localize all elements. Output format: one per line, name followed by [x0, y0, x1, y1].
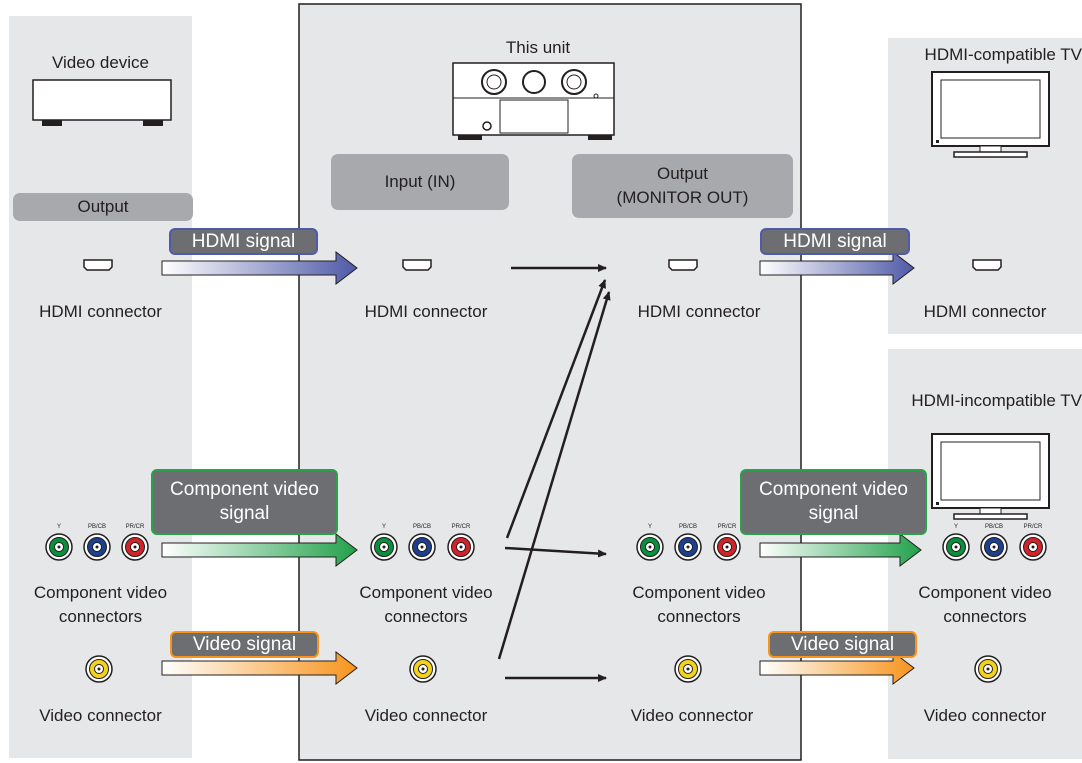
hdmi-signal-arrow	[161, 250, 358, 286]
tv-bottom-label: HDMI-incompatible TV	[911, 391, 1082, 410]
video-signal-arrow	[161, 650, 358, 686]
route-arrow	[505, 279, 607, 539]
jack-label-pb: PB/CB	[87, 524, 106, 530]
jack-label-y: Y	[381, 524, 386, 530]
route-arrow	[497, 291, 611, 660]
jack-label-pr: PR/CR	[125, 524, 145, 530]
component-signal-badge: Component video signal	[740, 469, 927, 535]
hdmi-connector-icon	[972, 259, 1002, 271]
output-tag-line1: Output	[656, 164, 709, 183]
hdmi-connector-icon	[83, 259, 113, 271]
jack-label-y: Y	[56, 524, 61, 530]
component-connectors-label: Component video connectors	[599, 581, 799, 629]
component-jack-pr-icon	[713, 533, 741, 561]
component-jack-y-icon	[942, 533, 970, 561]
route-arrow	[504, 546, 607, 558]
hdmi-connector-label: HDMI connector	[923, 302, 1047, 321]
source-panel	[9, 16, 192, 758]
video-connector-label: Video connector	[39, 706, 162, 725]
video-connector-label: Video connector	[364, 706, 488, 725]
output-tag-line2: (MONITOR OUT)	[616, 188, 749, 207]
video-jack-icon	[974, 655, 1002, 683]
component-jack-pb-icon	[674, 533, 702, 561]
jack-label-pb: PB/CB	[678, 524, 697, 530]
jack-label-y: Y	[647, 524, 652, 530]
component-jack-y-icon	[636, 533, 664, 561]
component-jack-y-icon	[370, 533, 398, 561]
video-connector-label: Video connector	[923, 706, 1047, 725]
unit-label: This unit	[505, 38, 571, 57]
component-label-line2: connectors	[58, 607, 143, 626]
jack-label-pr: PR/CR	[1023, 524, 1043, 530]
component-label-line1: Component video	[359, 583, 493, 602]
component-signal-arrow	[161, 532, 358, 568]
component-label-line1: Component video	[33, 583, 168, 602]
component-signal-line1: Component video	[170, 479, 319, 500]
jack-label-pb: PB/CB	[412, 524, 431, 530]
component-signal-badge: Component video signal	[151, 469, 338, 535]
hdmi-signal-arrow	[759, 250, 915, 286]
video-signal-badge: Video signal	[768, 631, 917, 658]
non-hdmi-tv-icon	[931, 433, 1050, 520]
hdmi-tv-icon	[931, 71, 1050, 158]
component-label-line2: connectors	[384, 607, 468, 626]
component-label-line1: Component video	[632, 583, 766, 602]
component-label-line2: connectors	[943, 607, 1027, 626]
receiver-unit-icon	[452, 62, 615, 140]
component-label-line2: connectors	[657, 607, 741, 626]
video-signal-arrow	[759, 650, 915, 686]
hdmi-signal-badge: HDMI signal	[169, 228, 318, 255]
video-jack-icon	[674, 655, 702, 683]
component-connectors-label: Component video connectors	[9, 581, 192, 629]
jack-label-y: Y	[953, 524, 958, 530]
jack-label-pr: PR/CR	[717, 524, 737, 530]
component-signal-line2: signal	[808, 503, 859, 524]
hdmi-connector-label: HDMI connector	[39, 302, 162, 321]
tv-top-label: HDMI-compatible TV	[924, 45, 1082, 64]
component-connectors-label: Component video connectors	[888, 581, 1082, 629]
video-jack-icon	[409, 655, 437, 683]
component-jack-pb-icon	[980, 533, 1008, 561]
video-device-icon	[32, 79, 172, 126]
component-jack-pr-icon	[1019, 533, 1047, 561]
input-tag: Input (IN)	[331, 154, 509, 210]
hdmi-connector-label: HDMI connector	[364, 302, 488, 321]
hdmi-signal-badge: HDMI signal	[760, 228, 910, 255]
component-signal-line1: Component video	[759, 479, 908, 500]
component-connectors-label: Component video connectors	[326, 581, 526, 629]
hdmi-connector-icon	[668, 259, 698, 271]
video-jack-icon	[85, 655, 113, 683]
output-tag: Output (MONITOR OUT)	[572, 154, 793, 218]
component-signal-arrow	[759, 532, 922, 568]
component-jack-pb-icon	[408, 533, 436, 561]
component-jack-pr-icon	[447, 533, 475, 561]
jack-label-pb: PB/CB	[984, 524, 1003, 530]
video-signal-badge: Video signal	[170, 631, 319, 658]
component-jack-pr-icon	[121, 533, 149, 561]
video-connector-label: Video connector	[630, 706, 754, 725]
hdmi-connector-icon	[402, 259, 432, 271]
component-jack-y-icon	[45, 533, 73, 561]
video-device-label: Video device	[51, 53, 150, 72]
component-jack-pb-icon	[83, 533, 111, 561]
jack-label-pr: PR/CR	[451, 524, 471, 530]
source-output-tag: Output	[13, 193, 193, 221]
component-signal-line2: signal	[219, 503, 270, 524]
component-label-line1: Component video	[918, 583, 1052, 602]
hdmi-connector-label: HDMI connector	[637, 302, 761, 321]
